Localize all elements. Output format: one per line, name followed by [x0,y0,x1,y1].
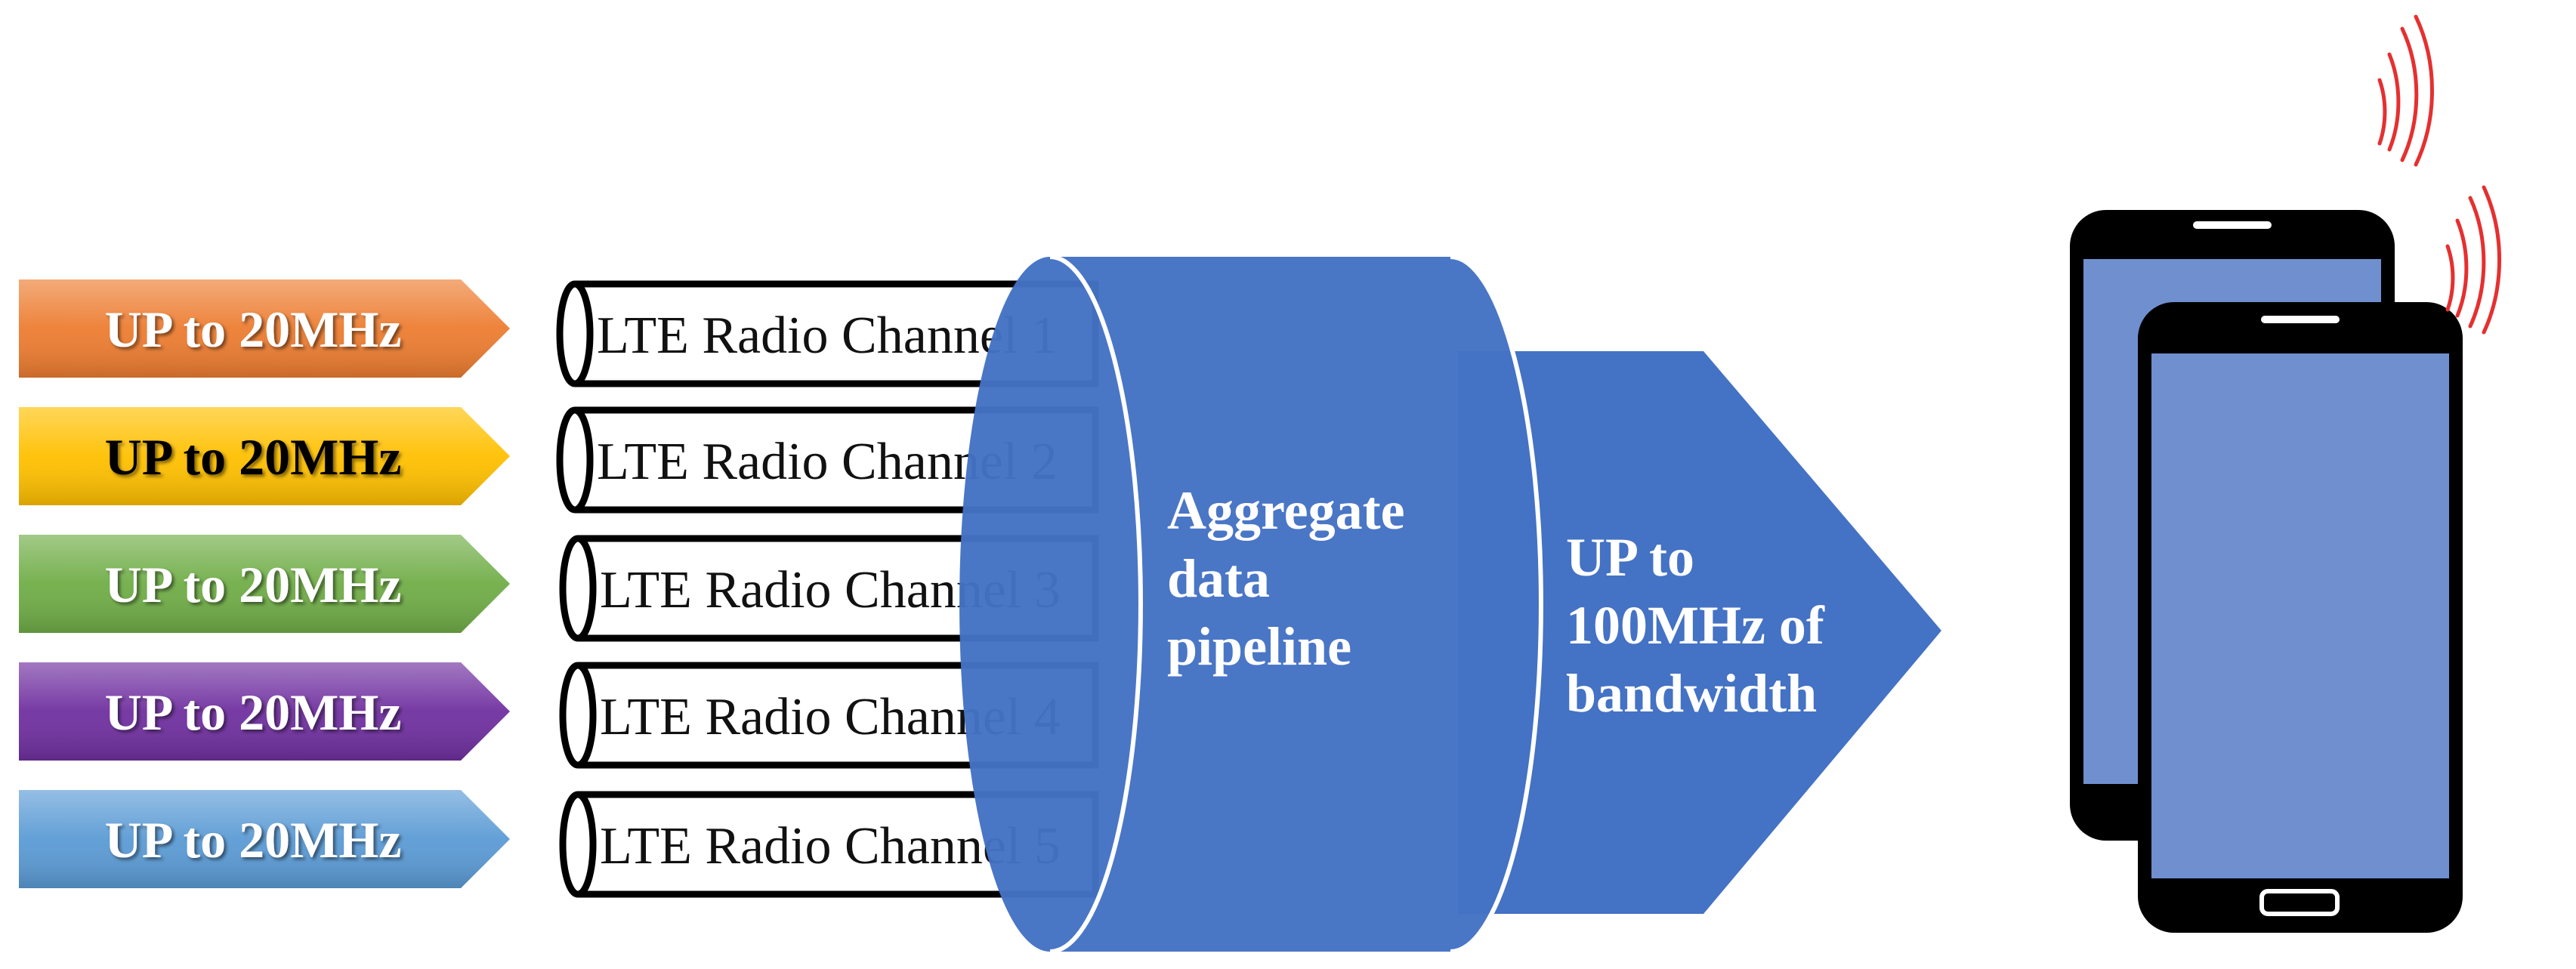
output-label-line-1: UP to [1566,527,1694,588]
radio-channel-5: LTE Radio Channel 5 [559,791,1099,898]
input-arrow-label: UP to 20MHz [105,684,402,741]
input-arrow-3: UP to 20MHz [19,535,510,633]
radio-channel-4: LTE Radio Channel 4 [559,662,1099,769]
phone-home-button [2259,889,2340,916]
mobile-devices [2070,210,2463,933]
pipeline-label-line-1: Aggregate [1167,480,1405,541]
input-arrow-2: UP to 20MHz [19,407,510,505]
input-arrow-label: UP to 20MHz [105,428,402,486]
input-arrow-4: UP to 20MHz [19,662,510,761]
channel-pipe-end [559,535,597,642]
channel-pipe-end [556,406,594,514]
radio-channels: LTE Radio Channel 1 LTE Radio Channel 2 … [556,280,1099,898]
pipeline-drum [959,257,1541,952]
output-arrow-shape [1458,351,1941,914]
pipeline-label-line-2: data [1167,548,1270,609]
input-arrow-label: UP to 20MHz [105,556,402,613]
pipeline-drum-back-edge [1450,255,1543,954]
output-label-line-2: 100MHz of [1566,595,1825,656]
phone-front [2138,302,2463,933]
radio-channel-1: LTE Radio Channel 1 [556,280,1099,387]
channel-pipe-end [559,662,597,769]
input-arrow-1: UP to 20MHz [19,279,510,378]
output-label-line-3: bandwidth [1566,663,1817,724]
phone-speaker [2193,221,2272,229]
phone-speaker [2261,316,2340,323]
channel-pipe-end [559,791,597,898]
channel-pipe-end [556,280,594,387]
input-arrow-label: UP to 20MHz [105,301,402,358]
channel-label: LTE Radio Channel 1 [597,307,1058,365]
input-arrows: UP to 20MHz UP to 20MHz UP to 20MHz UP t… [19,279,510,888]
pipeline-label-line-3: pipeline [1167,616,1351,677]
input-arrow-5: UP to 20MHz [19,790,510,888]
input-arrow-label: UP to 20MHz [105,811,402,869]
signal-waves-front-phone [2445,185,2502,335]
signal-icon [2377,14,2502,335]
signal-waves-back-phone [2377,14,2434,167]
output-arrow: UP to 100MHz of bandwidth [1458,351,1941,914]
aggregate-pipeline: Aggregate data pipeline [959,255,1543,954]
pipeline-drum-front-edge [1049,255,1143,954]
phone-screen [2151,353,2449,878]
